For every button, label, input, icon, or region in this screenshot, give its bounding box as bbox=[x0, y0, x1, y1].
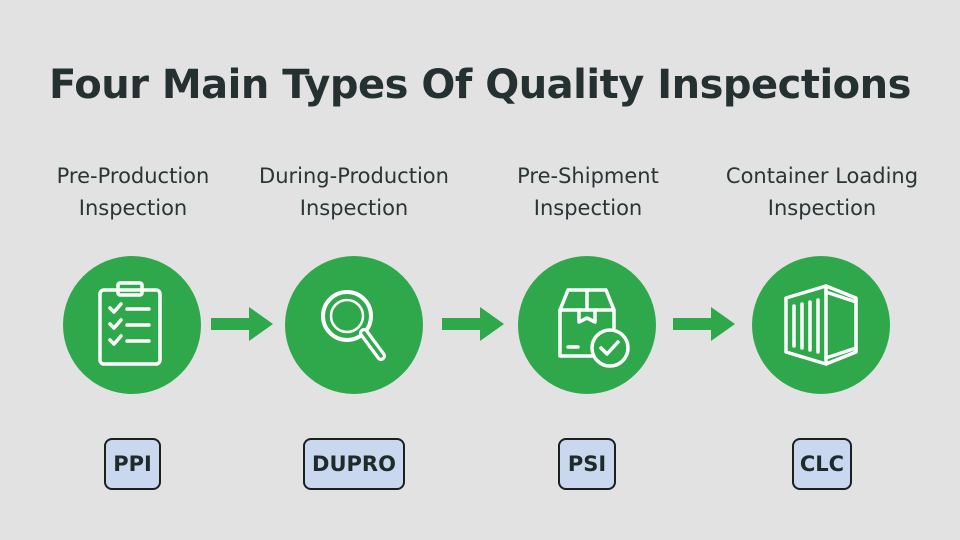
badge-psi: PSI bbox=[558, 438, 616, 490]
stage-label-line2: Inspection bbox=[78, 196, 188, 220]
arrow-right-icon bbox=[211, 307, 273, 341]
stage-circle-pre-production bbox=[63, 256, 201, 394]
magnifying-glass-icon bbox=[321, 290, 386, 361]
page-title: Four Main Types Of Quality Inspections bbox=[49, 62, 911, 108]
clipboard-checklist-icon bbox=[98, 281, 162, 366]
stage-label-line2: Inspection bbox=[299, 196, 409, 220]
box-check-icon bbox=[558, 288, 630, 368]
arrow-right-icon bbox=[442, 307, 504, 341]
badge-dupro: DUPRO bbox=[303, 438, 405, 490]
badge-ppi: PPI bbox=[104, 438, 161, 490]
stage-label-container-loading: Container Loading Inspection bbox=[707, 160, 937, 224]
stage-label-during-production: During-Production Inspection bbox=[239, 160, 469, 224]
stage-label-line1: During-Production bbox=[259, 164, 449, 188]
stage-label-line1: Pre-Shipment bbox=[517, 164, 659, 188]
shipping-container-icon bbox=[784, 284, 858, 366]
stage-label-pre-production: Pre-Production Inspection bbox=[18, 160, 248, 224]
stage-label-line1: Container Loading bbox=[725, 164, 919, 188]
arrow-right-icon bbox=[673, 307, 735, 341]
badge-clc: CLC bbox=[792, 438, 852, 490]
stage-label-line2: Inspection bbox=[533, 196, 643, 220]
stage-circle-pre-shipment bbox=[518, 256, 656, 394]
stage-label-line1: Pre-Production bbox=[56, 164, 210, 188]
stage-circle-container-loading bbox=[752, 256, 890, 394]
stage-circle-during-production bbox=[285, 256, 423, 394]
stage-label-line2: Inspection bbox=[767, 196, 877, 220]
stage-label-pre-shipment: Pre-Shipment Inspection bbox=[473, 160, 703, 224]
